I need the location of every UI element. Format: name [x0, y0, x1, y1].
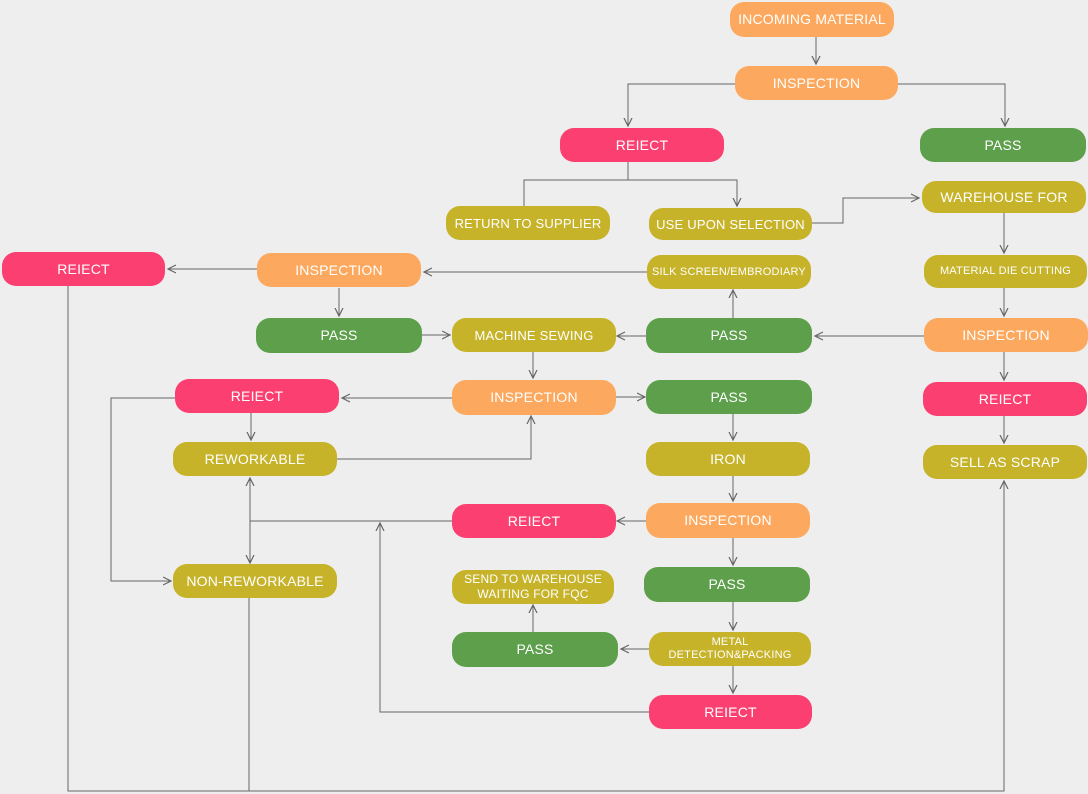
- inspection-node-5: INSPECTION: [646, 503, 810, 538]
- pass-node-3: PASS: [646, 318, 812, 353]
- reworkable-node: REWORKABLE: [173, 442, 337, 476]
- pass-node-1: PASS: [920, 128, 1086, 162]
- reject-node-3: REIECT: [2, 252, 165, 286]
- inspection-node-1: INSPECTION: [735, 66, 898, 100]
- metal-detection-packing-node: METAL DETECTION&PACKING: [649, 632, 811, 666]
- inspection-node-2: INSPECTION: [924, 318, 1088, 352]
- incoming-material-node: INCOMING MATERIAL: [730, 2, 894, 37]
- send-to-warehouse-node: SEND TO WAREHOUSE WAITING FOR FQC: [452, 570, 614, 604]
- warehouse-for-node: WAREHOUSE FOR: [922, 181, 1086, 213]
- use-upon-selection-node: USE UPON SELECTION: [649, 208, 812, 240]
- reject-node-5: REIECT: [452, 504, 616, 538]
- reject-node-4: REIECT: [175, 379, 339, 413]
- inspection-node-4: INSPECTION: [452, 380, 616, 415]
- iron-node: IRON: [646, 442, 810, 476]
- pass-node-6: PASS: [452, 632, 618, 667]
- inspection-node-3: INSPECTION: [257, 253, 421, 287]
- reject-node-2: REIECT: [923, 382, 1087, 416]
- non-reworkable-node: NON-REWORKABLE: [173, 564, 337, 598]
- material-die-cutting-node: MATERIAL DIE CUTTING: [924, 255, 1087, 288]
- reject-node-6: REIECT: [649, 695, 812, 729]
- reject-node-1: REIECT: [560, 128, 724, 162]
- return-to-supplier-node: RETURN TO SUPPLIER: [446, 206, 610, 240]
- pass-node-4: PASS: [646, 380, 812, 414]
- pass-node-5: PASS: [644, 567, 810, 602]
- silk-screen-node: SILK SCREEN/EMBRODIARY: [647, 255, 811, 289]
- pass-node-2: PASS: [256, 318, 422, 353]
- machine-sewing-node: MACHINE SEWING: [452, 318, 616, 352]
- sell-as-scrap-node: SELL AS SCRAP: [923, 445, 1087, 479]
